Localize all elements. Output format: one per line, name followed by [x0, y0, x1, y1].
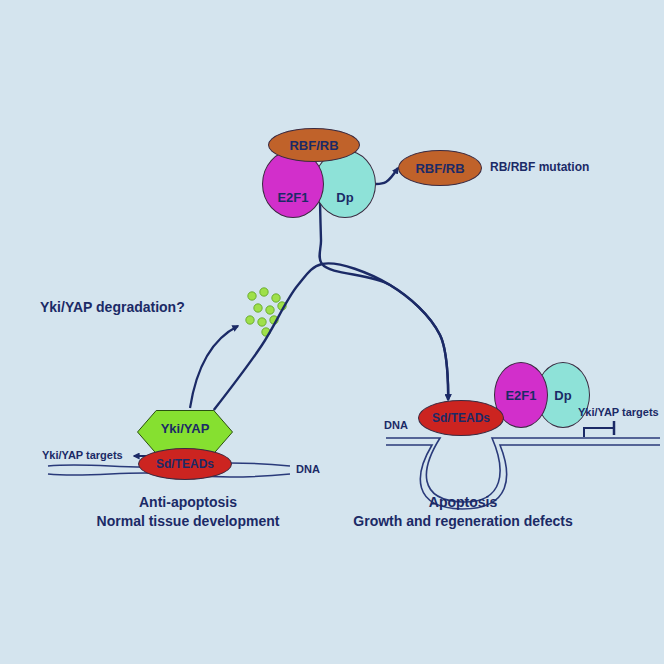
target-genes: Yki/YAP targets	[578, 406, 659, 418]
dna-label: DNA	[296, 463, 320, 475]
protein-oval: Sd/TEADs	[418, 400, 504, 436]
protein-name: Yki/YAP	[161, 421, 210, 436]
protein-name: Sd/TEADs	[156, 457, 214, 471]
dna-strand	[386, 445, 660, 509]
protein-name: E2F1	[505, 388, 536, 403]
mutation-note: RB/RBF mutation	[490, 160, 589, 174]
protein-name: Dp	[336, 190, 353, 205]
outcome-text: Normal tissue development	[97, 513, 280, 529]
degradation-arrow	[190, 326, 238, 408]
outcome-text: Growth and regeneration defects	[353, 513, 572, 529]
pathway-arrow	[320, 202, 449, 400]
degradation-dot	[272, 294, 280, 302]
degradation-dot	[248, 292, 256, 300]
degradation-dot	[254, 304, 262, 312]
degradation-dot	[260, 288, 268, 296]
protein-oval: RBF/RB	[268, 128, 360, 162]
dna-label: DNA	[384, 419, 408, 431]
process-note: Yki/YAP degradation?	[40, 299, 185, 315]
inhibition-line	[584, 428, 614, 437]
protein-name: RBF/RB	[415, 161, 464, 176]
pathway-arrow	[376, 168, 398, 184]
degradation-dot	[258, 318, 266, 326]
inhibition-bar	[613, 421, 616, 435]
protein-oval: RBF/RB	[398, 150, 482, 186]
dna-strand	[386, 438, 660, 502]
degradation-dot	[246, 316, 254, 324]
protein-oval: Sd/TEADs	[138, 448, 232, 480]
protein-name: Dp	[554, 388, 571, 403]
outcome-text: Apoptosis	[429, 494, 497, 510]
pathway-arrow	[214, 263, 448, 410]
protein-name: Sd/TEADs	[432, 411, 490, 425]
degradation-dot	[266, 306, 274, 314]
outcome-text: Anti-apoptosis	[139, 494, 237, 510]
protein-name: E2F1	[277, 190, 308, 205]
target-genes: Yki/YAP targets	[42, 449, 123, 461]
protein-name: RBF/RB	[289, 138, 338, 153]
